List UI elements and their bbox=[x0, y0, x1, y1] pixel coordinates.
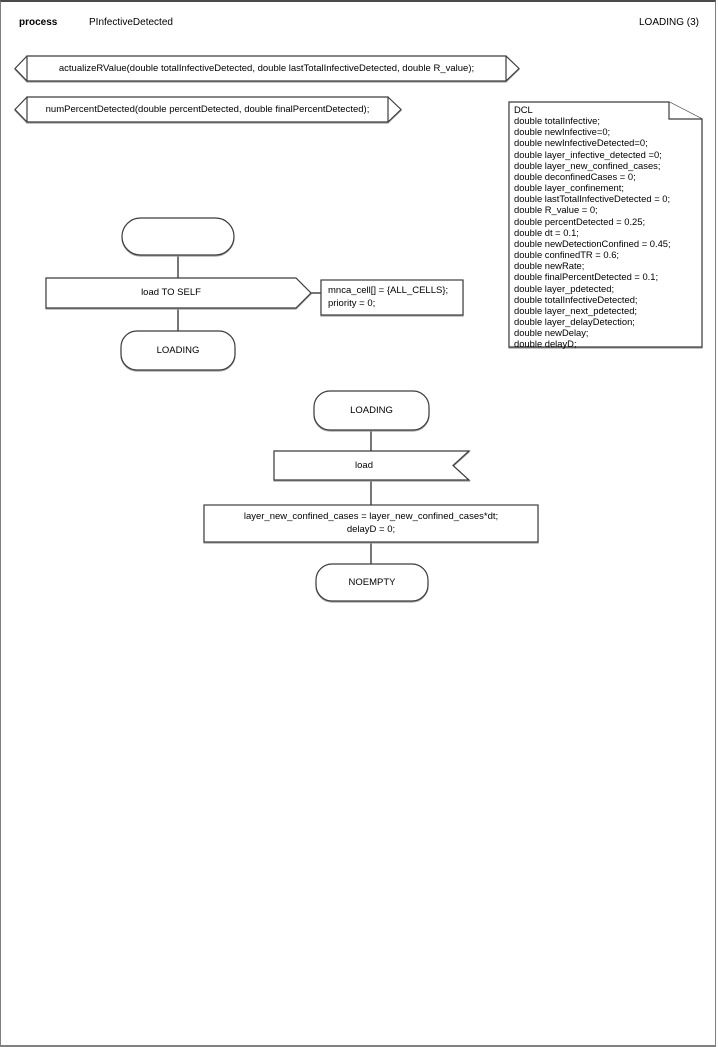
output-symbol[interactable] bbox=[45, 277, 312, 309]
procedure-signature: actualizeRValue(double totalInfectiveDet… bbox=[58, 62, 475, 74]
dcl-note-symbol[interactable] bbox=[508, 101, 703, 348]
procedure-signature: numPercentDetected(double percentDetecte… bbox=[45, 103, 370, 115]
input-symbol[interactable] bbox=[273, 450, 471, 481]
state-symbol[interactable] bbox=[120, 330, 236, 371]
output-label: load TO SELF bbox=[141, 287, 201, 298]
start-symbol[interactable] bbox=[121, 217, 235, 256]
input-label: load bbox=[355, 459, 373, 471]
process-kind-label: process bbox=[19, 17, 58, 28]
output-extension-box[interactable] bbox=[320, 279, 464, 316]
state-symbol[interactable] bbox=[313, 390, 430, 431]
page-label: LOADING (3) bbox=[638, 17, 699, 28]
output-extension-text: mnca_cell[] = {ALL_CELLS}; priority = 0; bbox=[328, 285, 449, 309]
state-label: LOADING bbox=[156, 344, 200, 356]
task-text: layer_new_confined_cases = layer_new_con… bbox=[243, 510, 499, 535]
task-symbol[interactable] bbox=[203, 504, 539, 543]
procedure-declaration-symbol[interactable] bbox=[14, 55, 520, 82]
state-symbol[interactable] bbox=[315, 563, 429, 602]
state-label: NOEMPTY bbox=[348, 576, 396, 588]
state-label: LOADING bbox=[350, 404, 393, 416]
process-name: PInfectiveDetected bbox=[89, 17, 173, 28]
procedure-declaration-symbol[interactable] bbox=[14, 96, 402, 123]
dcl-declarations: DCL double totalInfective; double newInf… bbox=[514, 104, 671, 350]
dcl-note-fold bbox=[668, 102, 702, 120]
